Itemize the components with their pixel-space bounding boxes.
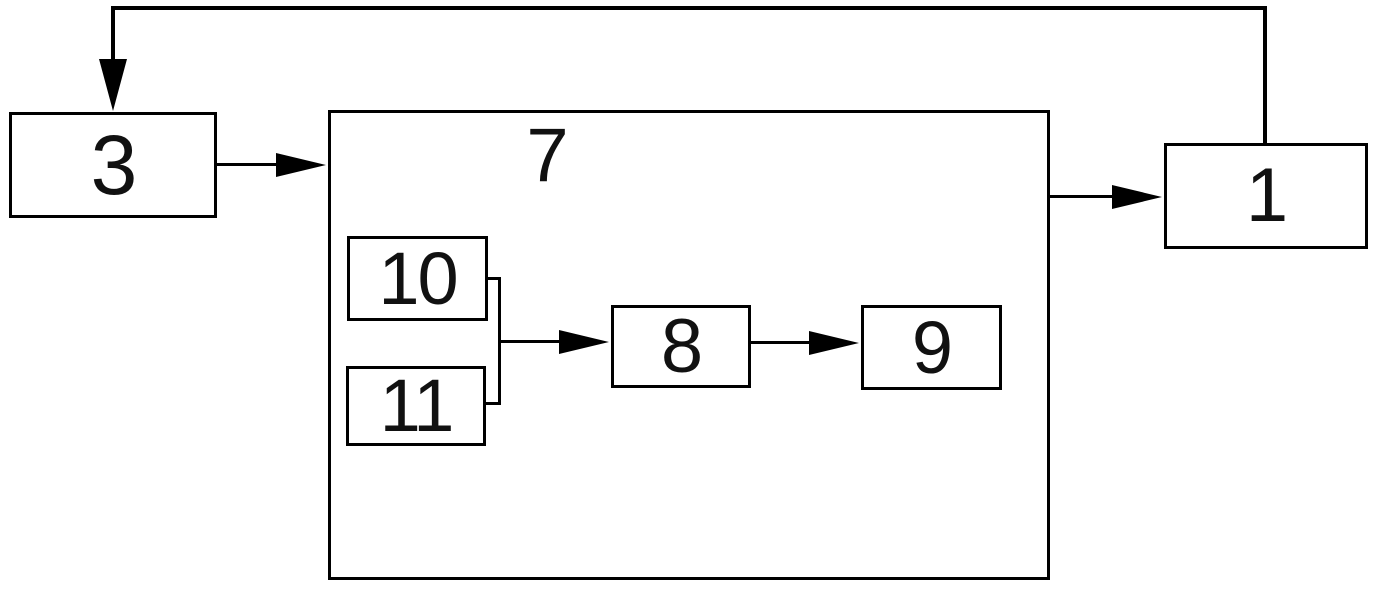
arrow-7-to-1-head-icon — [1112, 185, 1162, 209]
feedback-line-top — [111, 6, 1267, 10]
node-box-3: 3 — [9, 112, 217, 218]
node-box-8-label: 8 — [660, 303, 703, 389]
feedback-line-right-vertical — [1263, 6, 1267, 143]
node-box-10-label: 10 — [378, 236, 458, 320]
node-box-11-label: 11 — [379, 364, 455, 447]
arrow-8-to-9-head-icon — [809, 331, 859, 355]
bracket-vertical-line — [498, 277, 501, 405]
arrowhead-down-into-box3-icon — [99, 59, 127, 111]
arrow-3-to-7-line — [217, 163, 279, 166]
node-box-1-label: 1 — [1245, 153, 1288, 238]
node-box-1: 1 — [1164, 143, 1368, 249]
arrow-bracket-to-8-line — [501, 340, 561, 343]
arrow-bracket-to-8-head-icon — [559, 330, 609, 354]
feedback-line-left-vertical — [111, 6, 115, 62]
bracket-stub-from-box10 — [488, 277, 501, 280]
node-box-9-label: 9 — [911, 305, 953, 389]
arrow-3-to-7-head-icon — [276, 153, 326, 177]
arrow-8-to-9-line — [751, 341, 811, 344]
node-box-8: 8 — [611, 305, 751, 388]
node-box-11: 11 — [346, 366, 486, 446]
node-box-10: 10 — [347, 236, 488, 321]
node-box-3-label: 3 — [90, 118, 138, 212]
node-box-9: 9 — [861, 305, 1002, 390]
node-box-7-label: 7 — [526, 113, 569, 198]
bracket-stub-from-box11 — [486, 402, 501, 405]
arrow-7-to-1-line — [1050, 195, 1112, 198]
